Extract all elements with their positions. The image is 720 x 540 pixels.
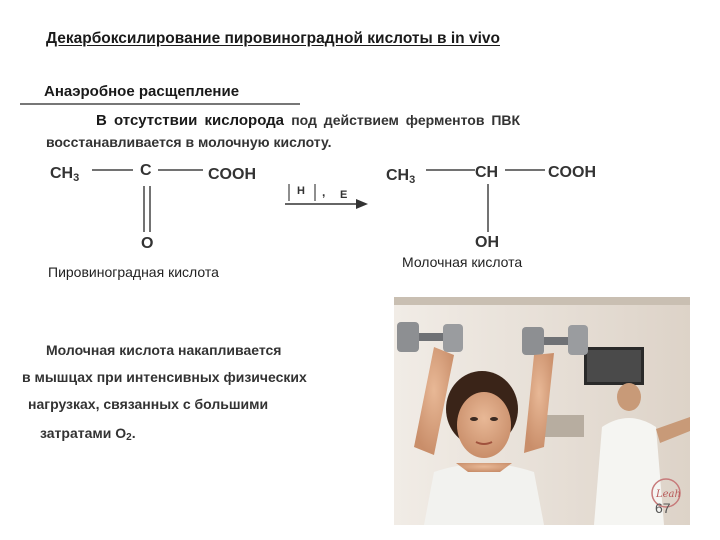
pyruvate-cooh: COOH	[208, 166, 256, 183]
lactate-oh: OH	[475, 234, 499, 251]
fitness-photo: Leah	[394, 297, 690, 525]
body-line-2: в мышцах при интенсивных физических	[22, 369, 307, 385]
intro-line-2: восстанавливается в молочную кислоту.	[46, 134, 332, 150]
pyruvate-name: Пировиноградная кислота	[48, 264, 219, 280]
logo-seal	[651, 478, 681, 508]
dumbbell-right	[522, 327, 544, 355]
intro-lead: В отсутствии кислорода	[96, 112, 285, 129]
intro-rest: под действием ферментов ПВК	[291, 112, 521, 128]
subtitle-underline	[20, 103, 300, 105]
reagent-energy: E	[340, 189, 348, 201]
page-number: 67	[655, 500, 671, 516]
body-line-1: Молочная кислота накапливается	[46, 342, 282, 358]
reaction-arrow-head	[356, 199, 368, 209]
lactate-name: Молочная кислота	[402, 254, 523, 270]
page-title: Декарбоксилирование пировиноградной кисл…	[46, 30, 500, 47]
pyruvate-oxygen: O	[141, 235, 154, 252]
body-line-3: нагрузках, связанных с большими	[28, 396, 269, 412]
pyruvate-ch3: CH3	[50, 165, 80, 184]
body-line-4: затратами О2.	[40, 425, 136, 443]
lactate-ch: CH	[475, 164, 499, 181]
dumbbell-left	[397, 322, 419, 352]
reagent-separator: ,	[322, 185, 326, 199]
section-subtitle: Анаэробное расщепление	[44, 83, 240, 100]
lactate-ch3: CH3	[386, 167, 416, 186]
logo-text: Leah	[655, 489, 681, 500]
reagent-h: H	[297, 185, 305, 197]
pyruvate-carbon: C	[140, 162, 152, 179]
lactate-cooh: COOH	[548, 164, 596, 181]
intro-line-1: В отсутствии кислорода под действием фер…	[96, 112, 520, 129]
